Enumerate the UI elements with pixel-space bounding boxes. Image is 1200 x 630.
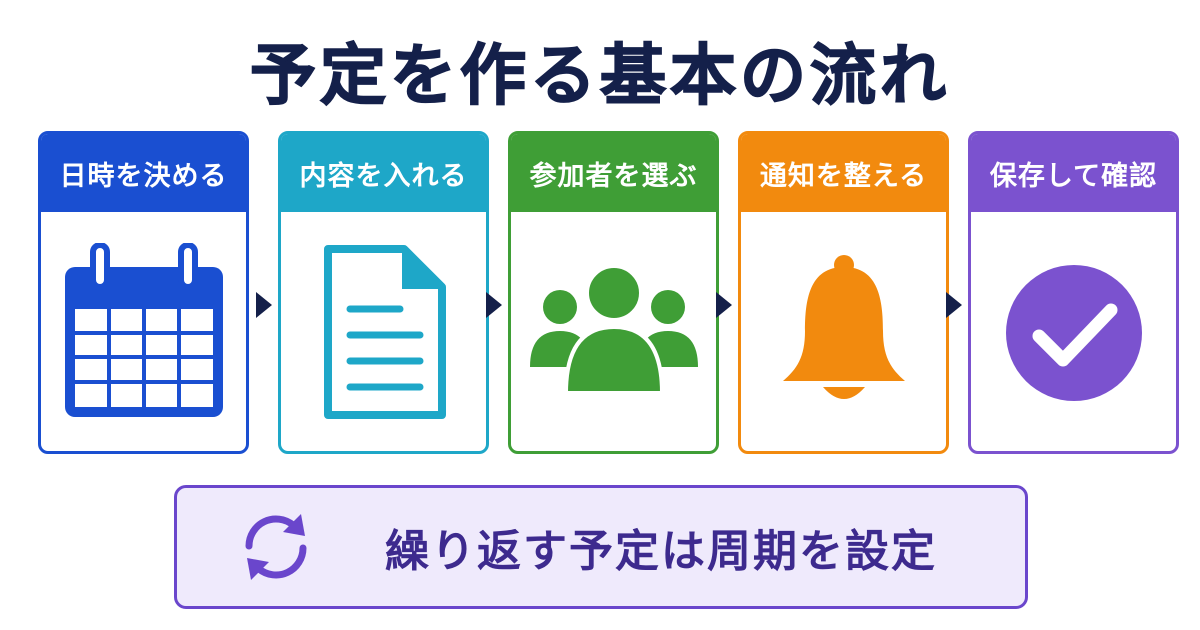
arrow-icon: [716, 292, 732, 318]
people-icon: [524, 263, 704, 403]
arrow-icon: [256, 292, 272, 318]
step-label: 日時を決める: [41, 134, 246, 212]
diagram-title: 予定を作る基本の流れ: [249, 36, 950, 115]
arrow-icon: [946, 292, 962, 318]
arrow-icon: [486, 292, 502, 318]
step-label: 内容を入れる: [281, 134, 486, 212]
calendar-icon: [59, 243, 229, 423]
step-flow: 日時を決める: [38, 131, 1179, 454]
document-icon: [314, 243, 454, 423]
recurring-note-banner: 繰り返す予定は周期を設定: [174, 485, 1028, 609]
step-card-save: 保存して確認: [968, 131, 1179, 454]
step-card-content: 内容を入れる: [278, 131, 489, 454]
step-card-notification: 通知を整える: [738, 131, 949, 454]
step-card-participants: 参加者を選ぶ: [508, 131, 719, 454]
step-label: 保存して確認: [971, 134, 1176, 212]
step-card-date: 日時を決める: [38, 131, 249, 454]
banner-text: 繰り返す予定は周期を設定: [385, 526, 937, 577]
checkmark-icon: [999, 258, 1149, 408]
bell-icon: [769, 253, 919, 413]
repeat-icon: [235, 506, 317, 592]
step-label: 通知を整える: [741, 134, 946, 212]
step-label: 参加者を選ぶ: [511, 134, 716, 212]
